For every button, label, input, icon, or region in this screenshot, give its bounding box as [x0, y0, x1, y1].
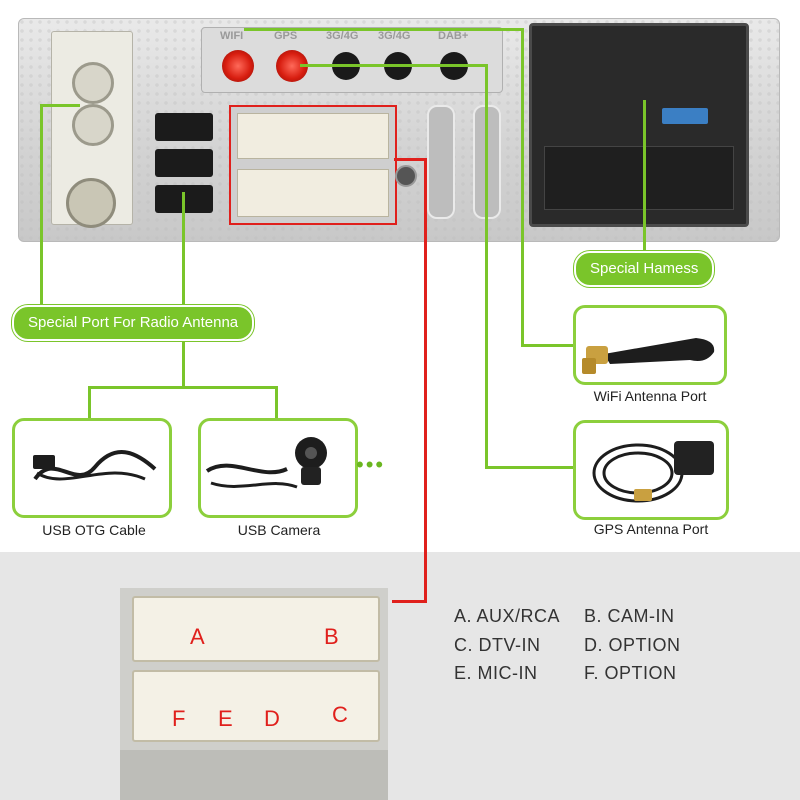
special-port-radio-antenna-label: Special Port For Radio Antenna	[12, 305, 255, 341]
connector-fedc-bottom	[237, 169, 389, 217]
legend-e: E. MIC-IN	[454, 663, 538, 683]
fakra-plug-mid	[72, 104, 114, 146]
connector-letter-f: F	[172, 706, 186, 731]
gps-antenna-card	[573, 420, 729, 520]
line-aux-vertical	[424, 158, 427, 602]
line-wifi-vertical	[521, 28, 524, 346]
connector-letter-d: D	[264, 706, 280, 731]
more-devices-ellipsis: •••	[356, 452, 386, 477]
legend-f: F. OPTION	[584, 663, 677, 683]
line-usb-vertical	[182, 192, 185, 388]
wifi-antenna-card	[573, 305, 727, 385]
port-label-wifi: WIFI	[220, 30, 244, 42]
line-antenna-horizontal	[40, 104, 80, 107]
aux-connector-block	[229, 105, 397, 225]
legend-c: C. DTV-IN	[454, 635, 541, 655]
line-antenna-vertical	[40, 104, 43, 308]
legend-d: D. OPTION	[584, 635, 681, 655]
line-wifi-top	[244, 28, 524, 31]
connector-ab-top	[237, 113, 389, 159]
wifi-antenna-caption: WiFi Antenna Port	[593, 388, 707, 404]
panel-slot-1	[427, 105, 455, 219]
legend-b: B. CAM-IN	[584, 606, 675, 626]
legend-a: A. AUX/RCA	[454, 606, 561, 626]
usb-port-1	[155, 113, 213, 141]
radio-antenna-block	[51, 31, 133, 228]
line-aux-horizontal	[394, 158, 426, 161]
connector-letter-e: E	[218, 706, 233, 731]
usb-camera-icon	[205, 437, 327, 489]
line-usb-branch	[88, 386, 278, 389]
usb-camera-caption: USB Camera	[237, 522, 321, 538]
iso-antenna-socket	[66, 178, 116, 228]
connector-letter-b: B	[324, 624, 339, 649]
gps-antenna-icon	[592, 441, 714, 503]
usb-otg-cable-icon	[33, 450, 157, 481]
usb-port-2	[155, 149, 213, 177]
wifi-port-icon	[222, 50, 254, 82]
main-harness-socket	[529, 23, 749, 227]
line-gps-to-card	[485, 466, 573, 469]
usb-port-stack	[155, 113, 213, 217]
line-usb-left-drop	[88, 386, 91, 418]
radio-back-panel: WIFI GPS 3G/4G 3G/4G DAB+	[18, 18, 780, 242]
usb-camera-card	[198, 418, 358, 518]
harness-pin-area	[544, 146, 734, 210]
usb-otg-caption: USB OTG Cable	[42, 522, 146, 538]
connector-zoom-bottom	[132, 670, 380, 742]
connector-zoom-top	[132, 596, 380, 662]
line-aux-to-zoom	[392, 600, 427, 603]
connector-zoom-panel	[120, 588, 388, 800]
line-gps-top	[300, 64, 488, 67]
fakra-plug-top	[72, 62, 114, 104]
gps-antenna-caption: GPS Antenna Port	[593, 521, 709, 537]
connector-letter-a: A	[190, 624, 205, 649]
connector-letter-c: C	[332, 702, 348, 727]
port-label-3g4g-1: 3G/4G	[326, 30, 359, 42]
port-label-gps: GPS	[274, 30, 298, 42]
port-label-dab: DAB+	[438, 30, 469, 42]
antenna-port-strip: WIFI GPS 3G/4G 3G/4G DAB+	[201, 27, 503, 93]
line-gps-vertical	[485, 64, 488, 468]
panel-screw	[395, 165, 417, 187]
wifi-antenna-icon	[582, 338, 715, 374]
line-usb-right-drop	[275, 386, 278, 418]
special-harness-label: Special Hamess	[574, 251, 715, 287]
harness-fuse	[662, 108, 708, 124]
line-harness-vertical	[643, 100, 646, 258]
port-label-3g4g-2: 3G/4G	[378, 30, 411, 42]
line-wifi-to-card	[521, 344, 575, 347]
connector-zoom-base	[120, 750, 388, 800]
usb-otg-card	[12, 418, 172, 518]
